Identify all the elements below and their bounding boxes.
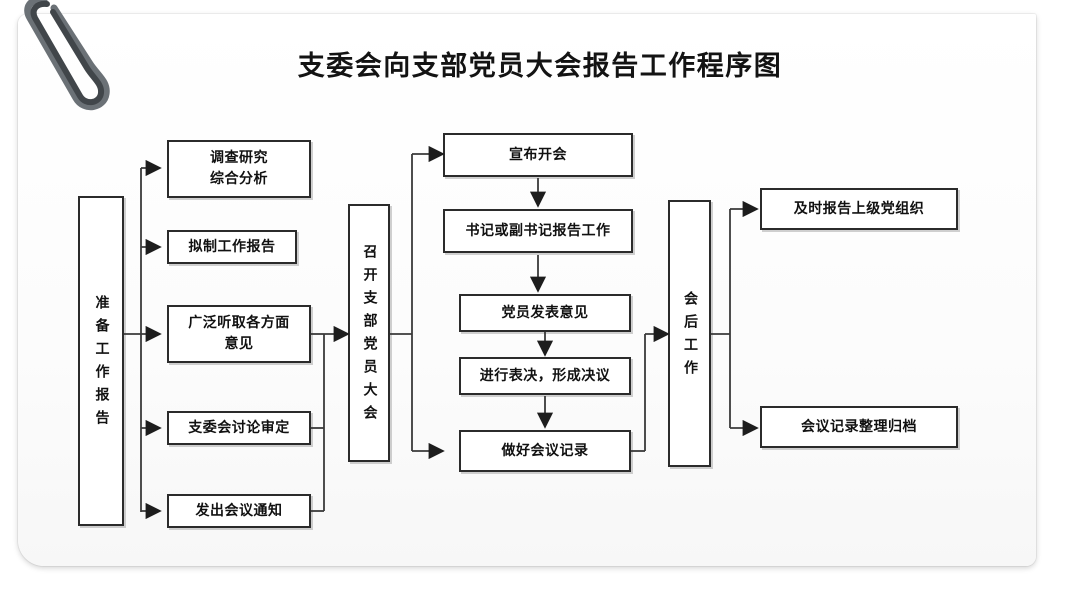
post-label-archive-minutes: 会议记录整理归档 bbox=[801, 418, 917, 435]
stage-box-preparation[interactable]: 准备工作报告 bbox=[78, 196, 124, 526]
step-label-secretary-report: 书记或副书记报告工作 bbox=[465, 222, 611, 239]
step-box-announce-open[interactable]: 宣布开会 bbox=[443, 133, 633, 177]
step-label-meeting-minutes: 做好会议记录 bbox=[501, 442, 589, 459]
paper-sheet bbox=[18, 14, 1036, 566]
post-box-archive-minutes[interactable]: 会议记录整理归档 bbox=[760, 406, 958, 448]
page-title: 支委会向支部党员大会报告工作程序图 bbox=[297, 51, 783, 82]
task-label-gather-opinions-line1: 广泛听取各方面 bbox=[188, 315, 290, 331]
step-box-vote-resolution[interactable]: 进行表决，形成决议 bbox=[459, 357, 631, 395]
task-label-research-line2: 综合分析 bbox=[210, 171, 268, 187]
task-label-draft-report: 拟制工作报告 bbox=[188, 238, 276, 255]
task-label-gather-opinions-line2: 意见 bbox=[224, 336, 254, 352]
task-box-send-notice[interactable]: 发出会议通知 bbox=[167, 494, 311, 528]
stage-label-hold-meeting: 召开支部党员大会 bbox=[361, 244, 378, 428]
task-box-gather-opinions[interactable]: 广泛听取各方面 意见 bbox=[167, 305, 311, 363]
task-box-committee-review[interactable]: 支委会讨论审定 bbox=[167, 411, 311, 445]
step-label-member-opinions: 党员发表意见 bbox=[501, 304, 589, 321]
task-box-draft-report[interactable]: 拟制工作报告 bbox=[167, 230, 297, 264]
step-box-secretary-report[interactable]: 书记或副书记报告工作 bbox=[443, 209, 633, 253]
task-label-committee-review: 支委会讨论审定 bbox=[188, 419, 290, 436]
step-box-meeting-minutes[interactable]: 做好会议记录 bbox=[459, 430, 631, 472]
task-label-send-notice: 发出会议通知 bbox=[195, 502, 283, 519]
step-box-member-opinions[interactable]: 党员发表意见 bbox=[459, 294, 631, 332]
post-label-report-superior: 及时报告上级党组织 bbox=[793, 200, 925, 217]
paperclip-icon bbox=[24, 0, 110, 111]
stage-label-post-meeting: 会后工作 bbox=[682, 290, 698, 383]
step-label-vote-resolution: 进行表决，形成决议 bbox=[479, 367, 611, 384]
post-box-report-superior[interactable]: 及时报告上级党组织 bbox=[760, 188, 958, 230]
step-label-announce-open: 宣布开会 bbox=[509, 146, 567, 163]
task-box-research[interactable]: 调查研究 综合分析 bbox=[167, 140, 311, 198]
task-label-research-line1: 调查研究 bbox=[210, 150, 268, 166]
stage-label-preparation: 准备工作报告 bbox=[93, 295, 110, 433]
stage-box-hold-meeting[interactable]: 召开支部党员大会 bbox=[348, 204, 390, 462]
